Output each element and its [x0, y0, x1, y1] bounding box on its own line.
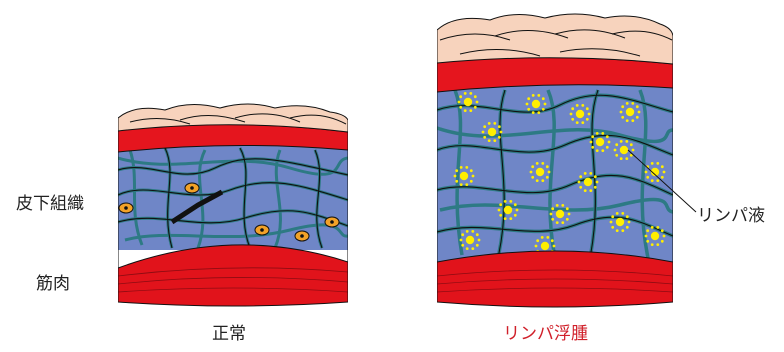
- label-lymph-fluid: リンパ液: [697, 208, 765, 225]
- label-subcutaneous-tissue: 皮下組織: [16, 196, 84, 213]
- caption-normal: 正常: [212, 326, 246, 343]
- normal-subcutaneous-layer: [118, 140, 348, 250]
- normal-muscle-layer: [118, 245, 348, 306]
- label-muscle: 筋肉: [36, 276, 70, 293]
- caption-lymphedema: リンパ浮腫: [503, 326, 588, 343]
- lymphedema-tissue-block: [437, 14, 673, 307]
- normal-tissue-block: [118, 104, 348, 306]
- lymphedema-epidermis-layer: [437, 14, 673, 64]
